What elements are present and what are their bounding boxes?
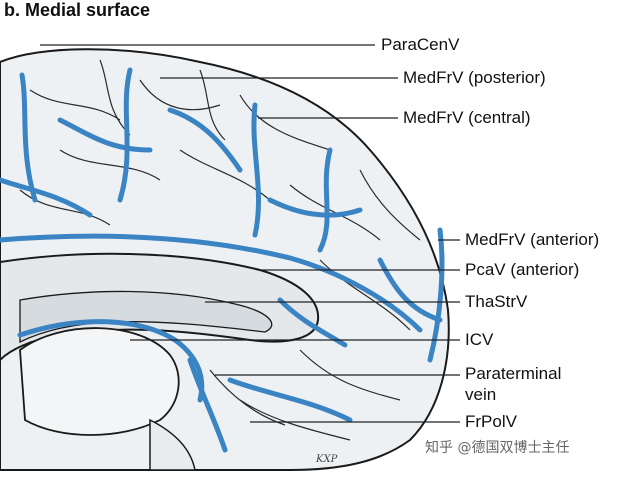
- label-medfrv-anterior: MedFrV (anterior): [465, 230, 600, 249]
- leader-lines: [40, 44, 460, 423]
- label-paraterminal-line2: vein: [465, 385, 497, 404]
- label-icv: ICV: [465, 330, 494, 349]
- label-thastrv: ThaStrV: [465, 292, 528, 311]
- label-paraterminal-line1: Paraterminal: [465, 364, 562, 383]
- label-frpolv: FrPolV: [465, 412, 517, 431]
- thalamus-region: [19, 327, 180, 436]
- label-pcav-anterior: PcaV (anterior): [465, 260, 580, 279]
- figure-title: b. Medial surface: [4, 0, 151, 20]
- veins: [0, 67, 445, 453]
- label-medfrv-posterior: MedFrV (posterior): [403, 68, 546, 87]
- artist-signature: KXP: [316, 454, 338, 465]
- label-paracenv: ParaCenV: [381, 35, 460, 54]
- label-medfrv-central: MedFrV (central): [403, 108, 531, 127]
- watermark: 知乎 @德国双博士主任: [425, 440, 570, 456]
- brainstem: [149, 418, 196, 471]
